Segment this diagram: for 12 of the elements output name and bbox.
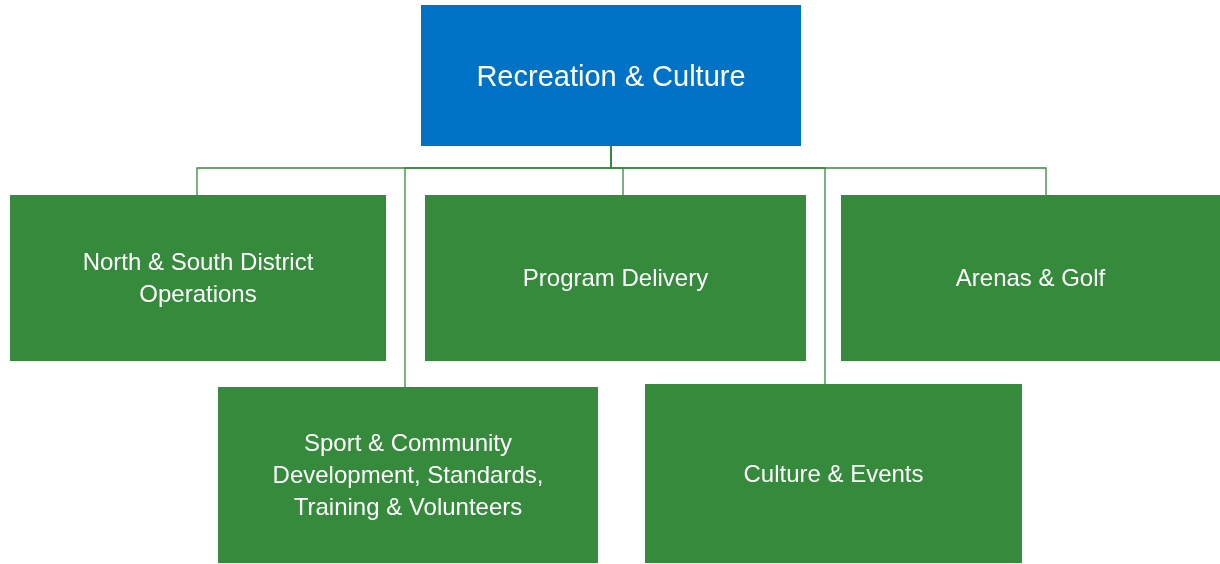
department-title: Recreation & Culture [476,59,746,92]
division-title: Sport & Community Development, Standards, Training & Volunteers [271,428,545,522]
division-box [645,384,1022,563]
division-box [10,195,386,361]
division-box [841,195,1220,361]
division-title: Arenas & Golf [955,263,1106,293]
division-title: North & South District Operations [81,247,315,309]
department-box [421,5,801,146]
division-box [425,195,806,361]
division-title: Program Delivery [522,263,709,293]
division-box [218,387,598,563]
division-title: Culture & Events [743,458,924,489]
